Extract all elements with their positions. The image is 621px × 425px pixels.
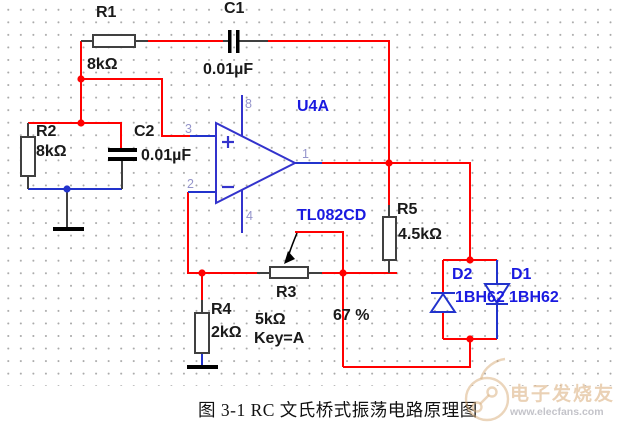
diode-d2 [429,292,457,313]
capacitor-c2-plate-top [108,148,137,152]
opamp-part-number: TL082CD [297,207,366,224]
junction-dot-ground [63,185,71,193]
capacitor-plates [108,30,240,161]
pin3-number: 3 [185,122,192,136]
c1-value: 0.01µF [203,61,253,78]
capacitor-c2-plate-bottom [108,157,137,161]
r5-value: 4.5kΩ [398,226,442,243]
component-leads [27,40,390,313]
wire-node-to-c2 [28,122,122,148]
r1-value: 8kΩ [87,56,118,73]
wire-diode-return [343,339,471,368]
r1-label: R1 [96,4,117,21]
opamp-designator: U4A [297,98,329,115]
opamp-plus-sign [222,136,234,148]
wire-pin2-to-r3 [187,192,257,274]
blue-wires [28,135,498,366]
wire-c1-to-output [268,40,390,205]
resistor-r4 [194,312,210,354]
c1-label: C1 [224,0,245,17]
ground-symbols [53,227,218,369]
capacitor-c1-plate-right [236,30,240,53]
r3-value: 5kΩ [255,311,286,328]
d1-label: D1 [511,266,532,283]
wire-node-to-pin3 [81,78,190,137]
c2-label: C2 [134,123,155,140]
opamp-triangle [215,121,298,205]
diode-symbols [429,283,511,313]
r3-label: R3 [276,284,297,301]
watermark-brand: 电子发烧友 [510,382,615,405]
resistor-r3-potentiometer [269,266,309,279]
resistor-r5 [382,216,397,261]
resistor-r2 [20,136,36,177]
pin4-number: 4 [246,209,253,223]
pin8-number: 8 [245,97,252,111]
d2-part: 1BH62 [455,289,505,306]
watermark: 电子发烧友 www.elecfans.com [464,357,615,422]
c2-value: 0.01µF [141,147,191,164]
r3-percent: 67 % [333,307,369,324]
d1-part: 1BH62 [509,289,559,306]
grid-dots [0,0,621,386]
junction-dots [77,75,474,343]
r3-key: Key=A [254,330,305,347]
pin1-number: 1 [302,147,309,161]
d2-label: D2 [452,266,473,283]
figure-caption: 图 3-1 RC 文氏桥式振荡电路原理图 [198,400,478,420]
watermark-logo [464,357,510,422]
capacitor-c1-plate-left [228,30,232,53]
diode-d1 [483,283,511,305]
r4-label: R4 [211,301,232,318]
resistor-r1 [92,34,136,48]
resistor-bodies [20,34,397,354]
r3-wiper-arrow [284,232,298,264]
wire-output-to-diodes [322,162,471,260]
r2-value: 8kΩ [36,143,67,160]
r2-label: R2 [36,123,57,140]
r5-label: R5 [397,201,418,218]
wire-wiper-loop [295,231,344,367]
opamp-symbol [215,95,298,233]
pin2-number: 2 [187,177,194,191]
r4-value: 2kΩ [211,324,242,341]
watermark-url: www.elecfans.com [509,406,604,418]
